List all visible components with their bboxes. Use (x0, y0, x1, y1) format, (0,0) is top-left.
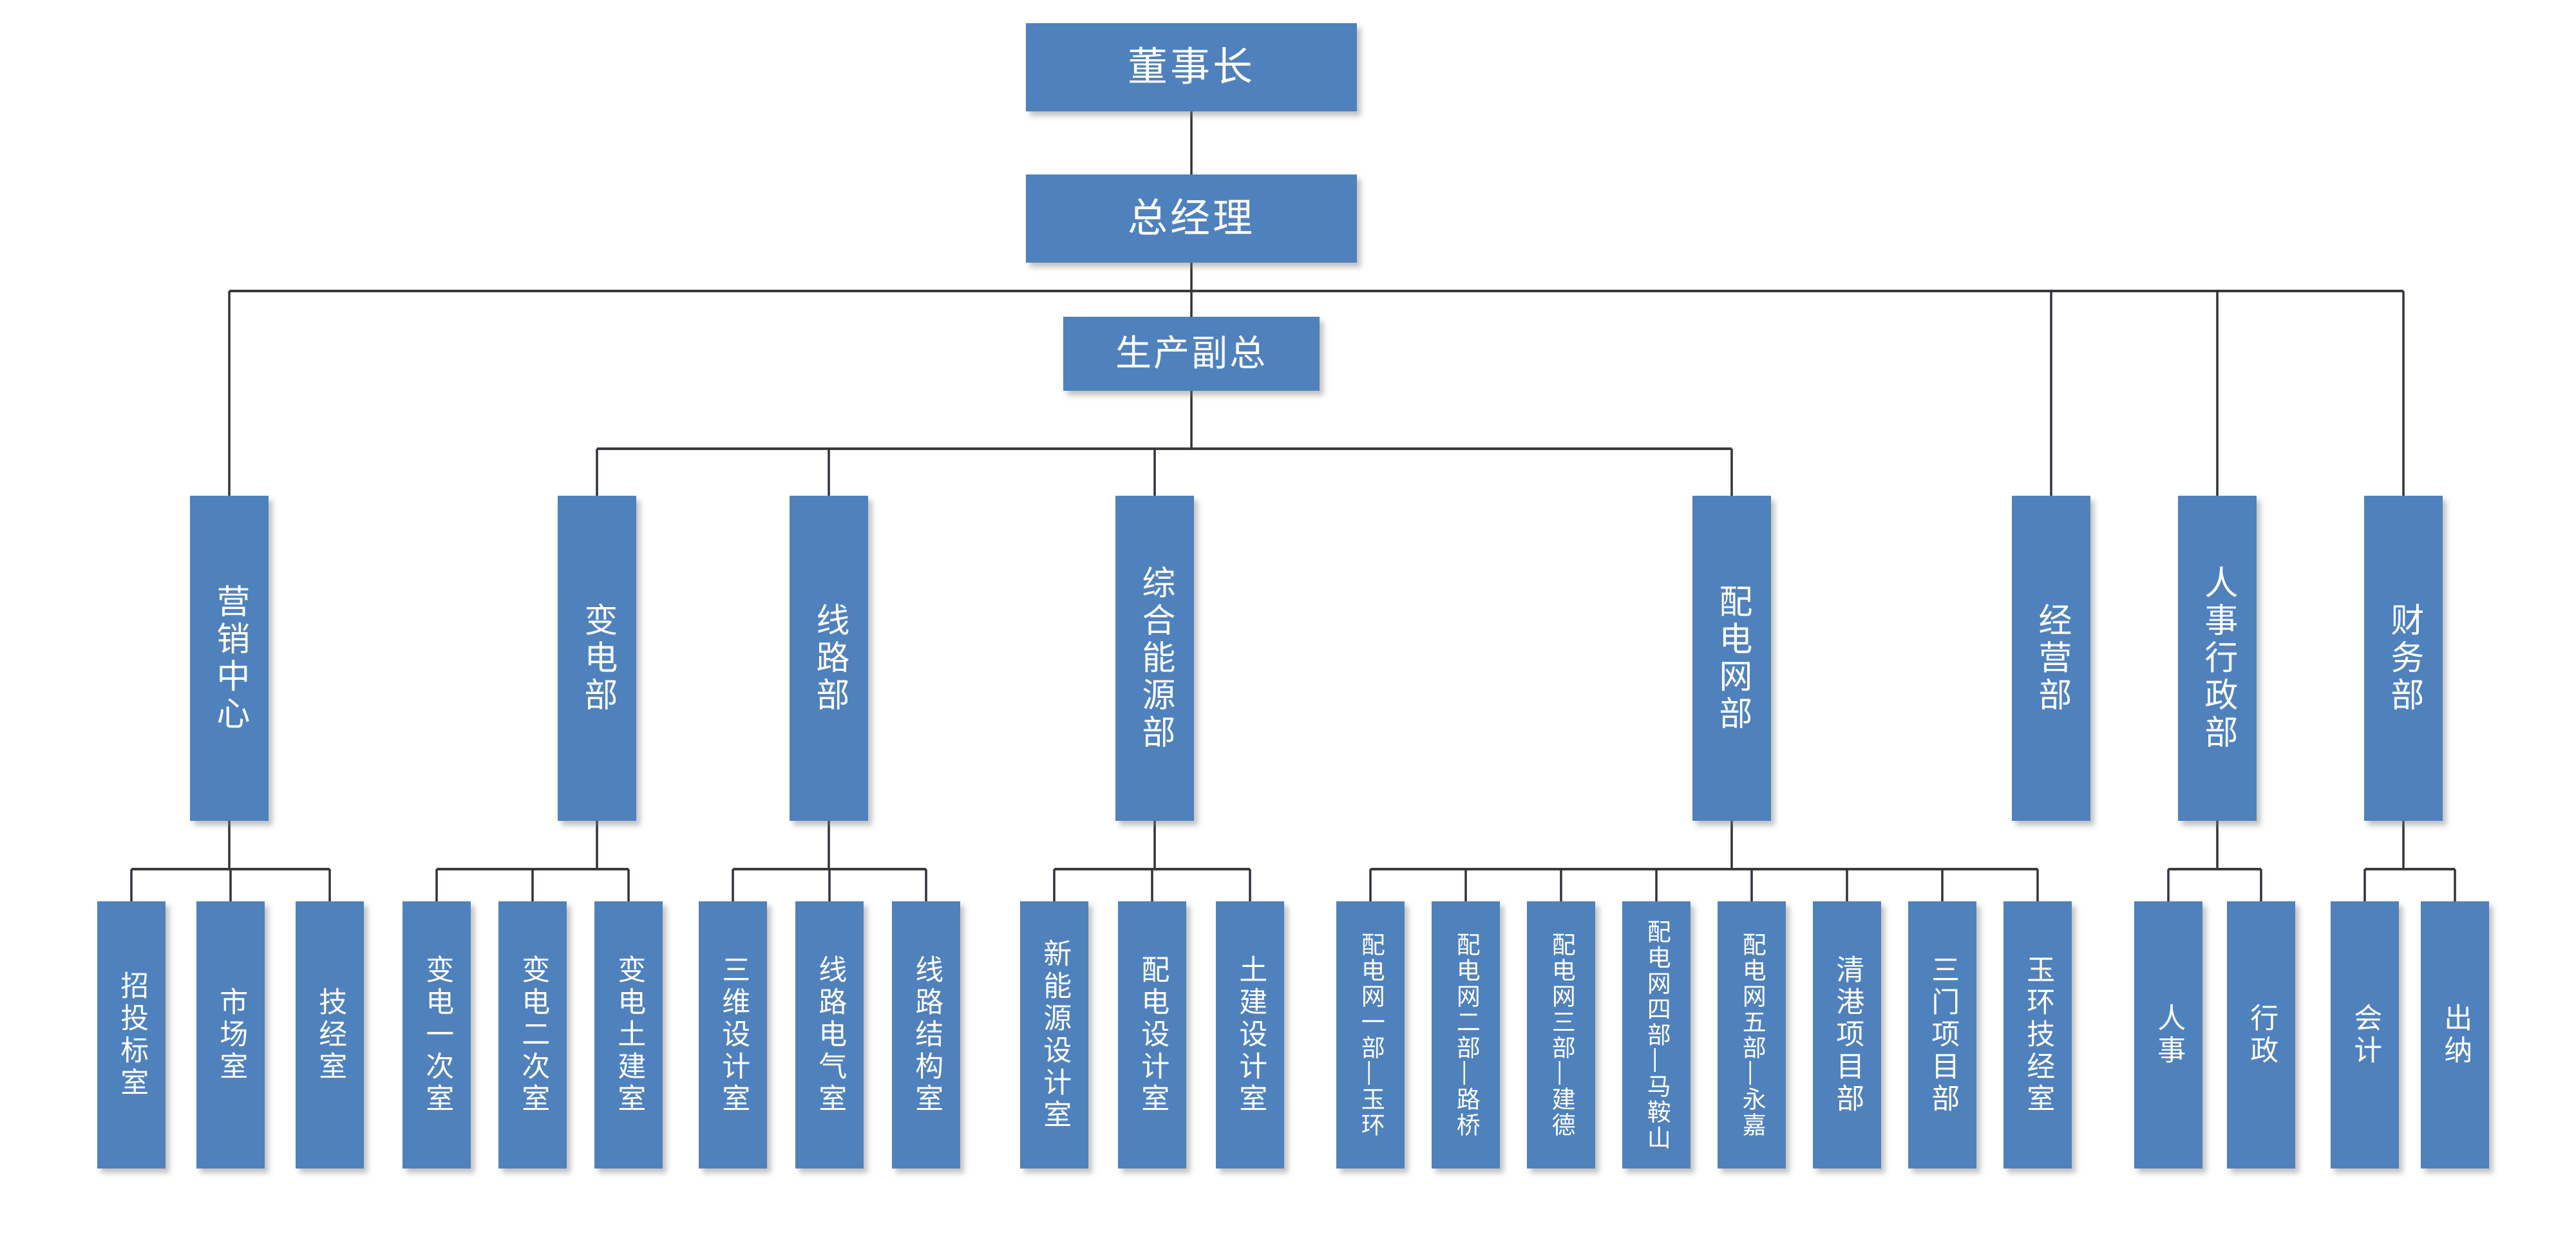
subdept-box: 土建设计室 (1216, 901, 1284, 1169)
general-manager-box: 总经理 (1026, 174, 1357, 263)
subdept-box: 人事 (2134, 901, 2202, 1169)
subdept-box: 新能源设计室 (1020, 901, 1088, 1169)
dept-substation: 变电部 (558, 496, 636, 821)
subdept-box: 配电网二部—路桥 (1432, 901, 1500, 1169)
dept-marketing-center: 营销中心 (190, 496, 269, 821)
subdept-box: 线路电气室 (795, 901, 864, 1169)
subdept-box: 招投标室 (97, 901, 166, 1169)
subdept-box: 变电土建室 (594, 901, 663, 1169)
subdept-box: 技经室 (296, 901, 364, 1169)
subdept-box: 线路结构室 (892, 901, 960, 1169)
subdept-box: 清港项目部 (1813, 901, 1881, 1169)
subdept-box: 变电二次室 (498, 901, 567, 1169)
subdept-box: 变电一次室 (402, 901, 471, 1169)
subdept-box: 玉环技经室 (2003, 901, 2072, 1169)
subdept-box: 三维设计室 (699, 901, 767, 1169)
dept-integrated-energy: 综合能源部 (1115, 496, 1194, 821)
dept-distribution-network: 配电网部 (1692, 496, 1771, 821)
chairman-box: 董事长 (1026, 23, 1357, 111)
subdept-box: 配电网五部—永嘉 (1718, 901, 1786, 1169)
subdept-box: 行政 (2227, 901, 2295, 1169)
subdept-box: 市场室 (196, 901, 265, 1169)
subdept-box: 三门项目部 (1908, 901, 1976, 1169)
subdept-box: 配电设计室 (1118, 901, 1186, 1169)
subdept-box: 出纳 (2421, 901, 2489, 1169)
dept-hr-admin: 人事行政部 (2178, 496, 2257, 821)
dept-operations: 经营部 (2012, 496, 2090, 821)
subdept-box: 会计 (2331, 901, 2399, 1169)
subdept-box: 配电网四部—马鞍山 (1622, 901, 1690, 1169)
subdept-box: 配电网一部—玉环 (1336, 901, 1405, 1169)
dept-finance: 财务部 (2364, 496, 2443, 821)
production-vp-box: 生产副总 (1063, 317, 1320, 391)
dept-lines: 线路部 (790, 496, 868, 821)
subdept-box: 配电网三部—建德 (1527, 901, 1595, 1169)
